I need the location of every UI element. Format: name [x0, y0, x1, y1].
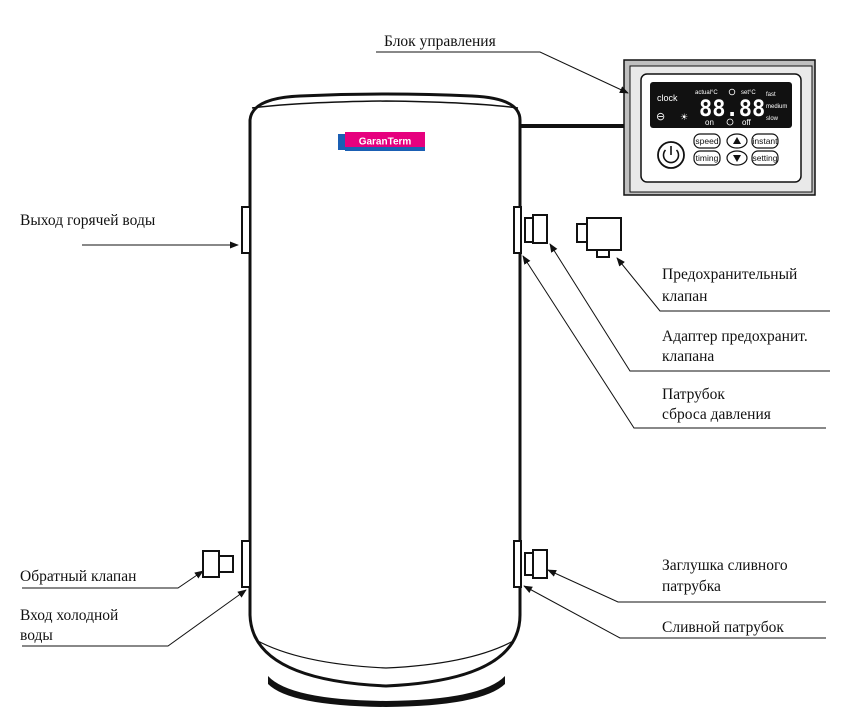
- leader-lines: [22, 51, 830, 647]
- off-label: off: [742, 118, 752, 127]
- leader-safety-valve: [616, 257, 830, 312]
- drain-plug: [524, 549, 548, 579]
- tank-body: [248, 92, 522, 688]
- down-button[interactable]: [726, 150, 748, 166]
- label-drain-pipe: Сливной патрубок: [662, 619, 784, 636]
- label-drain-plug-line1: Заглушка сливного: [662, 557, 788, 574]
- up-button[interactable]: [726, 133, 748, 149]
- on-label: on: [705, 118, 714, 127]
- setting-button[interactable]: setting: [751, 150, 779, 166]
- leader-check-valve: [22, 570, 204, 589]
- svg-text:setting: setting: [752, 153, 777, 163]
- label-valve-adapter-line2: клапана: [662, 348, 714, 365]
- tank-top-cap: [251, 100, 519, 109]
- instant-button[interactable]: instant: [751, 133, 779, 149]
- hot-water-outlet-fitting: [241, 206, 251, 254]
- clock-icon: [728, 88, 736, 96]
- tank-base: [268, 676, 505, 707]
- label-safety-valve-line2: клапан: [662, 288, 707, 305]
- speed-button[interactable]: speed: [693, 133, 721, 149]
- label-hot-water-outlet: Выход горячей воды: [20, 212, 156, 229]
- svg-text:instant: instant: [752, 136, 778, 146]
- brand-logo-bg: [345, 132, 425, 148]
- arrow-up-icon: [733, 137, 741, 144]
- control-display: [650, 82, 792, 128]
- arrow-down-icon: [733, 155, 741, 162]
- medium-label: medium: [766, 104, 787, 110]
- leader-control-unit: [376, 51, 629, 94]
- label-safety-valve-line1: Предохранительный: [662, 266, 797, 283]
- slow-label: slow: [766, 116, 779, 122]
- display-digits: 88.88: [699, 97, 765, 122]
- timer-icon: [726, 118, 734, 126]
- control-unit: clock actual°C set°C 88.88 fast medium s…: [623, 59, 816, 196]
- leader-valve-adapter: [549, 243, 830, 372]
- heat-indicator-icon: ☀: [680, 112, 688, 122]
- timing-button[interactable]: timing: [693, 150, 721, 166]
- tank-bottom-rim: [255, 639, 516, 669]
- water-tank: [248, 92, 522, 707]
- brand-name: GaranTerm: [359, 137, 412, 148]
- cold-water-inlet-fitting: [241, 540, 251, 588]
- leader-drain-plug: [547, 569, 826, 603]
- leader-cold-water: [22, 589, 247, 647]
- drain-pipe-fitting: [513, 540, 522, 588]
- label-control-unit: Блок управления: [384, 33, 496, 50]
- safety-valve: [576, 217, 622, 258]
- brand-logo: GaranTerm: [338, 132, 425, 151]
- actual-temp-label: actual°C: [695, 90, 718, 96]
- leader-pressure-relief: [522, 255, 826, 429]
- label-cold-water-line1: Вход холодной: [20, 607, 118, 624]
- check-valve: [202, 550, 234, 578]
- fast-label: fast: [766, 92, 776, 98]
- svg-text:speed: speed: [695, 136, 718, 146]
- minus-icon: ⊖: [656, 111, 665, 123]
- label-valve-adapter-line1: Адаптер предохранит.: [662, 328, 808, 345]
- label-pressure-relief-line1: Патрубок: [662, 386, 725, 403]
- svg-text:timing: timing: [696, 153, 719, 163]
- power-button[interactable]: [657, 141, 685, 169]
- label-pressure-relief-line2: сброса давления: [662, 406, 771, 423]
- leader-drain-pipe: [523, 585, 826, 639]
- safety-valve-adapter: [524, 214, 548, 244]
- label-cold-water-line2: воды: [20, 627, 53, 644]
- clock-label: clock: [657, 93, 678, 103]
- pressure-relief-pipe: [513, 206, 522, 254]
- callout-labels: Блок управления Выход горячей воды Предо…: [20, 33, 808, 644]
- set-temp-label: set°C: [741, 90, 756, 96]
- label-check-valve: Обратный клапан: [20, 568, 136, 585]
- label-drain-plug-line2: патрубка: [662, 578, 721, 595]
